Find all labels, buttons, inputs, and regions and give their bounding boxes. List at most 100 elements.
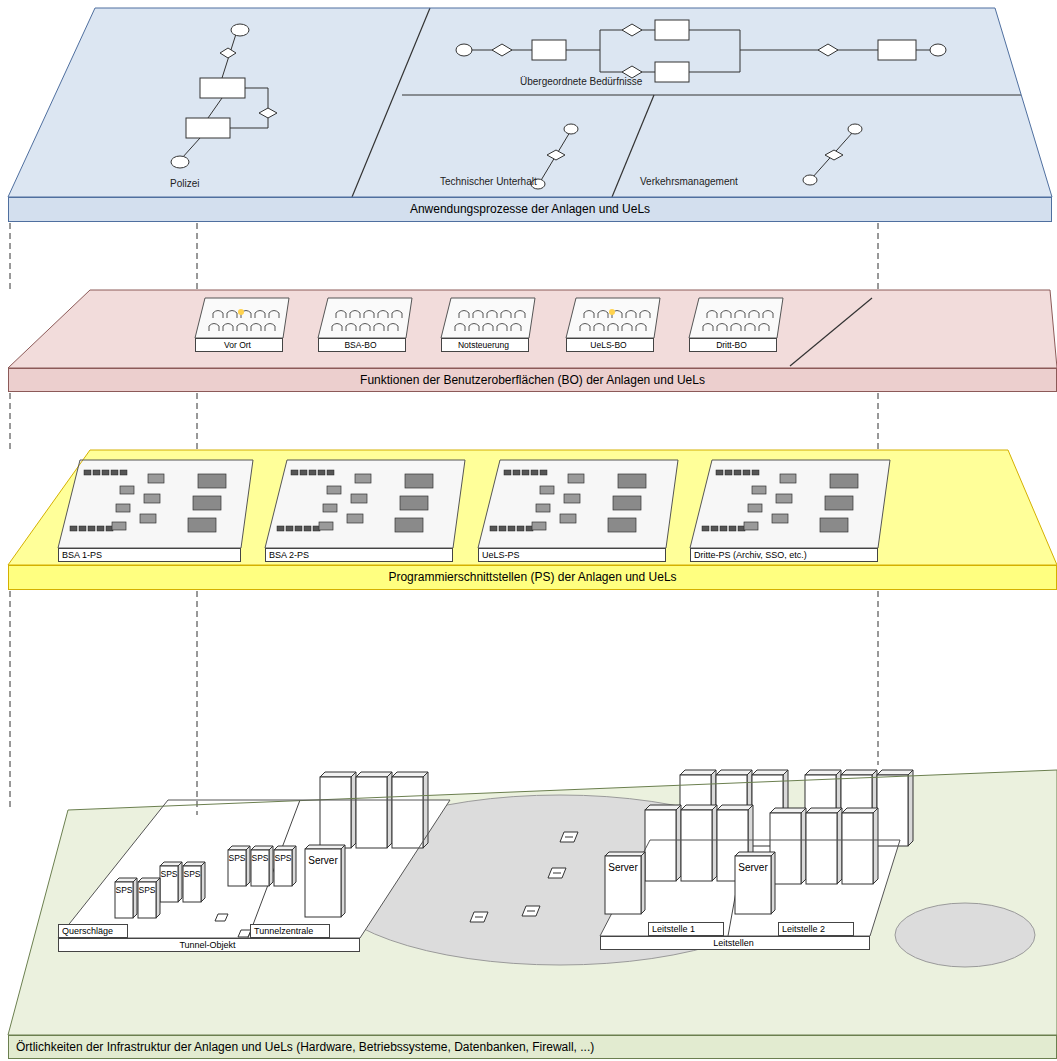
- node-label: Anwendungsprozesse der Anlagen und UeLs: [8, 197, 1052, 222]
- cabinet-top: [805, 770, 841, 775]
- seat-icon: [251, 324, 261, 332]
- plc-cabinet: SPS: [274, 846, 296, 886]
- band-outline: [9, 566, 1057, 590]
- module-block: [198, 474, 226, 488]
- site-region: Leitstelle 2Server: [730, 850, 870, 936]
- node-label: SPS: [137, 884, 157, 896]
- seat-icon: [511, 324, 521, 332]
- seat-icon: [608, 324, 618, 332]
- cabinet-front: [305, 849, 341, 917]
- cabinet-top: [752, 770, 788, 775]
- module-block: [88, 526, 95, 531]
- seat-icon: [622, 324, 632, 332]
- cabinet-top: [305, 845, 345, 849]
- module-block: [536, 504, 550, 512]
- flowchart-symbol: [532, 40, 566, 60]
- interface-panel-fill: [478, 460, 678, 548]
- node-label: SPS: [273, 852, 293, 864]
- module-block: [111, 470, 118, 475]
- node-label: Dritt-BO: [689, 338, 777, 352]
- flowchart-symbol: [259, 108, 277, 118]
- outline-shape: [8, 290, 1057, 368]
- interface-panel: UeLS-PS: [478, 460, 678, 562]
- server-cabinet: Server: [305, 845, 345, 917]
- seat-icon: [640, 311, 650, 319]
- cabinet-front: [806, 813, 837, 884]
- band-outline: [9, 198, 1052, 222]
- node-label: Querschläge: [58, 924, 128, 938]
- node-label: BSA 2-PS: [265, 548, 453, 562]
- band-fill: [8, 368, 1057, 392]
- cabinet-side: [133, 878, 137, 918]
- outline-shape: [8, 8, 1052, 197]
- equipment-illustration: [70, 309, 913, 938]
- cabinet-side: [387, 772, 392, 848]
- seat-icon: [336, 311, 346, 319]
- dashed-guide: [197, 223, 198, 290]
- seat-icon: [735, 311, 745, 319]
- module-block: [540, 470, 547, 475]
- layer-band: Programmierschnittstellen (PS) der Anlag…: [8, 450, 1057, 590]
- module-block: [613, 496, 641, 510]
- interface-panel: BSA 1-PS: [58, 460, 253, 562]
- region-label: Übergeordnete Bedürfnisse: [520, 76, 642, 87]
- module-block: [825, 496, 853, 510]
- seat-icon: [707, 311, 717, 319]
- seat-icon: [209, 324, 219, 332]
- cabinet-side: [201, 862, 205, 902]
- flowchart-symbol: [825, 150, 843, 160]
- module-block: [79, 526, 86, 531]
- network-switch: [548, 868, 566, 878]
- node-label: BSA-BO: [318, 338, 406, 352]
- module-block: [97, 526, 104, 531]
- flowchart-symbol: [456, 44, 472, 56]
- cabinet-side: [178, 862, 182, 902]
- module-block: [395, 518, 423, 532]
- region-divider: [248, 800, 300, 938]
- outline-shape: [566, 298, 660, 338]
- seat-icon: [721, 311, 731, 319]
- cabinet-front: [356, 777, 387, 848]
- module-block: [522, 470, 529, 475]
- module-block: [508, 526, 515, 531]
- module-block: [148, 474, 164, 483]
- flowchart-symbol: [848, 124, 862, 134]
- cabinet-side: [837, 808, 842, 884]
- band-outline: [9, 369, 1057, 392]
- flowchart-symbol: [740, 30, 741, 72]
- module-block: [820, 518, 848, 532]
- flowchart-symbol: [930, 44, 946, 56]
- interface-panel-fill: [690, 460, 890, 548]
- cabinet-side: [351, 772, 356, 848]
- interface-panel-outline: [58, 460, 253, 562]
- server-cabinet: Server: [735, 852, 775, 914]
- cabinet-side: [246, 846, 250, 886]
- dashed-guide: [197, 393, 198, 450]
- outline-shape: [195, 298, 289, 338]
- seat-icon: [227, 311, 237, 319]
- plc-cabinet-outline: [160, 862, 182, 902]
- ui-panel-fill: [689, 298, 783, 338]
- module-block: [327, 486, 341, 494]
- region-label: Technischer Unterhalt: [440, 176, 537, 187]
- ui-panel-fill: [318, 298, 412, 338]
- site-platform: Tunnel-ObjektQuerschlägeSPSSPSSPSSPSSPSS…: [58, 800, 450, 952]
- cabinet-top: [680, 770, 716, 775]
- layer-band-fill: [8, 770, 1057, 1035]
- cabinet-side: [269, 846, 273, 886]
- outline-shape: [265, 460, 465, 548]
- network-switch: [475, 917, 483, 918]
- flowchart-symbol: [622, 24, 642, 36]
- flowchart-symbol: [655, 20, 689, 40]
- seat-icon: [749, 311, 759, 319]
- cabinet-top: [605, 852, 645, 856]
- cabinet-side: [641, 852, 645, 914]
- cabinet-front: [735, 856, 771, 914]
- ui-panel: Dritt-BO: [689, 298, 783, 352]
- module-block: [734, 470, 741, 475]
- layer-band-fill: [8, 450, 1057, 565]
- seat-icon: [745, 324, 755, 332]
- module-block: [531, 470, 538, 475]
- server-cabinet-outline: [605, 852, 645, 914]
